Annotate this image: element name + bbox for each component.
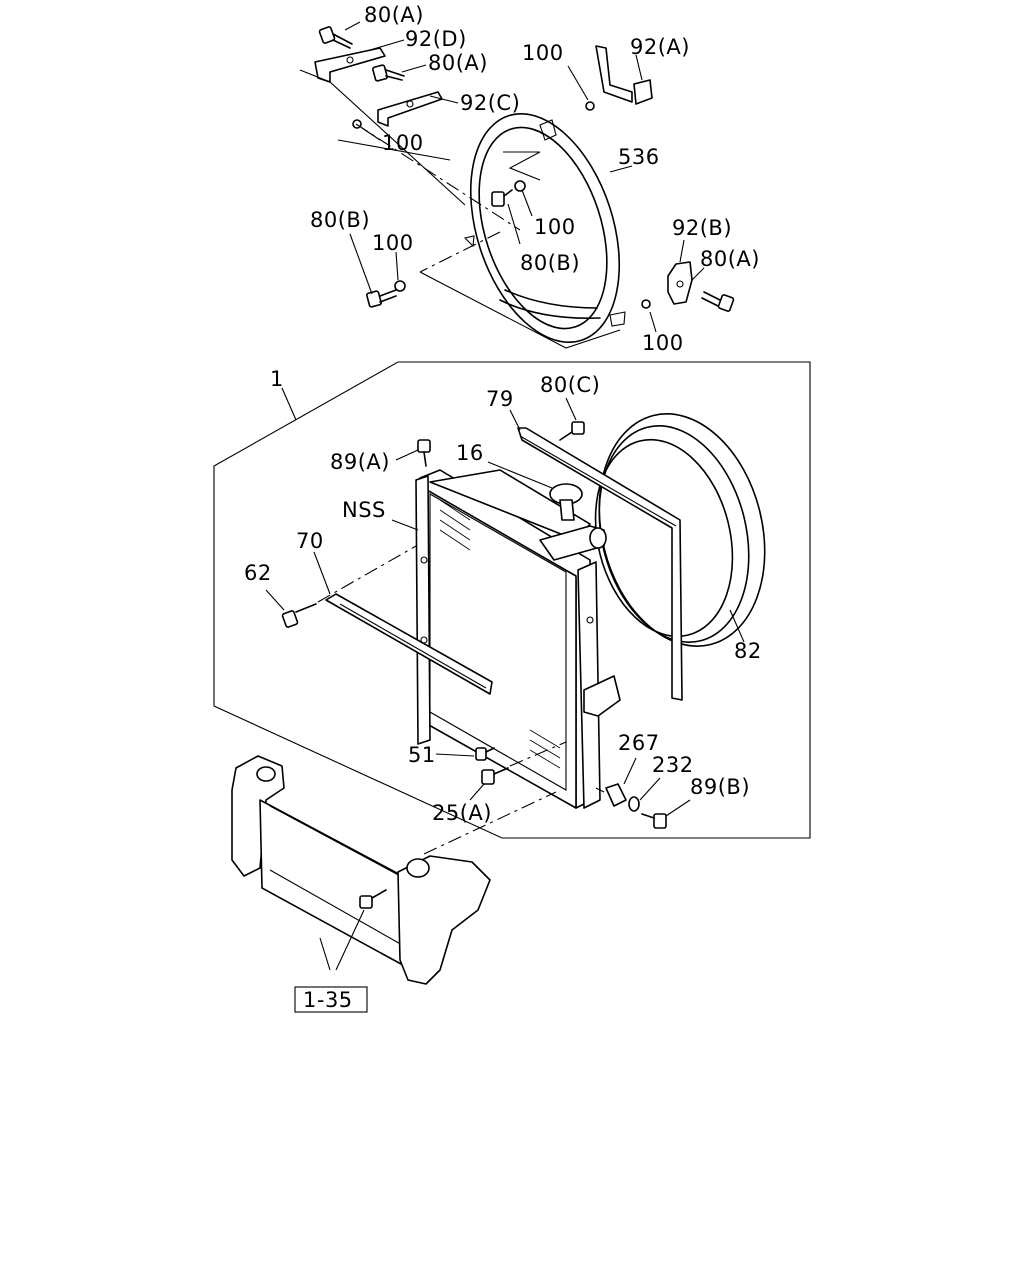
assembly-outline-1 [213,361,811,839]
label-70: 70 [296,529,324,553]
label-79: 79 [486,387,514,411]
label-80b-left: 80(B) [310,208,370,232]
label-62: 62 [244,561,272,585]
bolt-89a [395,439,431,467]
bolt-89b [641,799,691,829]
label-100-a: 100 [522,41,564,65]
shroud-plate-79 [509,409,683,701]
bracket-92c [377,91,443,127]
fan-shroud-536 [463,113,626,343]
label-80c: 80(C) [540,373,600,397]
label-100-b: 100 [382,131,424,155]
label-25a: 25(A) [432,801,492,825]
label-16: 16 [456,441,484,465]
bolt-80b-left [366,280,406,308]
label-232: 232 [652,753,694,777]
assembly-guide-lines-upper [299,69,621,349]
label-536: 536 [618,145,660,169]
label-89a: 89(A) [330,450,390,474]
bolt-51 [435,747,495,761]
label-80a-right: 80(A) [700,247,760,271]
part-labels: 80(A) 92(D) 80(A) 92(C) 100 100 92(A) 53… [244,3,762,1012]
bracket-92d [314,47,386,83]
label-100-e: 100 [642,331,684,355]
bolt-80c [559,397,585,441]
label-82: 82 [734,639,762,663]
bushing-267 [605,757,637,807]
bolt-80a-top [318,26,353,49]
shroud-ring-82 [594,413,766,647]
ref-box-label: 1-35 [303,988,353,1012]
washer-232 [628,777,661,812]
label-51: 51 [408,743,436,767]
label-92a: 92(A) [630,35,690,59]
bolt-62 [265,545,417,628]
label-80a-mid: 80(A) [428,51,488,75]
label-89b: 89(B) [690,775,750,799]
bolt-25a [469,741,567,801]
label-80b-inner: 80(B) [520,251,580,275]
label-100-d: 100 [372,231,414,255]
label-92b: 92(B) [672,216,732,240]
assembly-guide-lines-lower [595,787,605,793]
label-1: 1 [270,367,284,391]
label-92c: 92(C) [460,91,520,115]
label-92d: 92(D) [405,27,467,51]
leaders-upper [344,21,705,333]
label-100-c: 100 [534,215,576,239]
intercooler-assembly [231,755,557,985]
bolt-80a-mid [372,64,405,82]
bolt-80a-right [701,291,735,312]
bolt-80b-inner [491,180,526,207]
label-nss: NSS [342,498,386,522]
label-267: 267 [618,731,660,755]
radiator-cap-16 [487,461,583,521]
bracket-92a [595,45,653,105]
label-80a-top: 80(A) [364,3,424,27]
ref-box-1-35 [294,986,368,1013]
baffle-70 [313,551,493,695]
bracket-92b [667,261,693,305]
